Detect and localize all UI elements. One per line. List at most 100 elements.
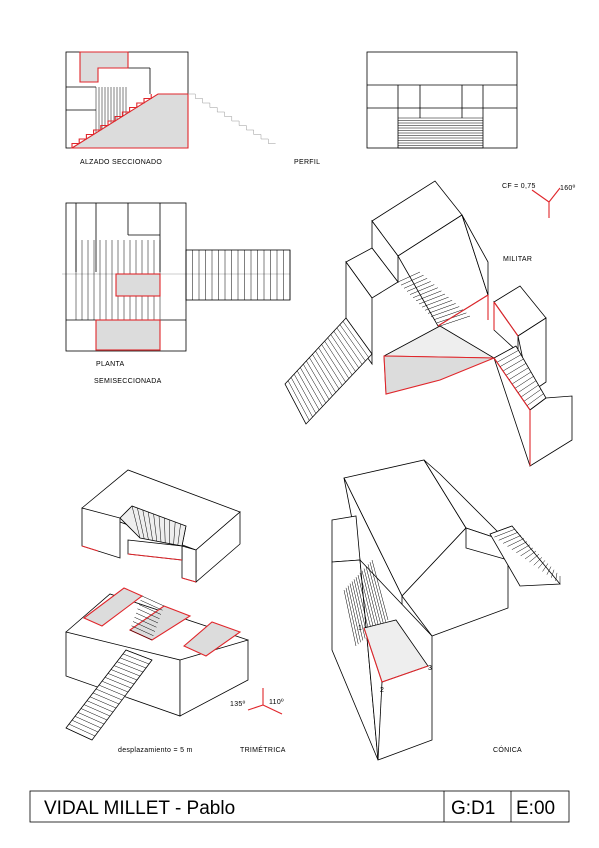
trimetrica-axis-symbol — [247, 688, 283, 715]
stair-tread-line — [131, 625, 154, 636]
stair-tread-line — [141, 595, 165, 607]
label-trimetrica: TRIMÉTRICA — [240, 745, 286, 754]
stair-tread-line — [493, 345, 517, 359]
stair-tread-line — [529, 553, 540, 563]
perfil-drawing — [366, 51, 518, 149]
stair-tread-line — [122, 653, 150, 665]
stair-tread-line — [300, 367, 323, 407]
stair-tread-line — [83, 704, 111, 717]
planta-drawing — [62, 202, 291, 352]
stair-tread-line — [439, 315, 471, 327]
stair-tread-line — [502, 358, 524, 372]
stair-tread-line — [164, 517, 166, 543]
stair-tread-line — [330, 334, 356, 372]
stair-tread-line — [129, 629, 153, 641]
title-exercise: E:00 — [516, 798, 555, 819]
label-cf: CF = 0,75 — [502, 183, 536, 190]
stair-tread-line — [134, 617, 157, 628]
stair-tread-line — [80, 708, 108, 721]
stair-tread-line — [95, 688, 123, 701]
stair-tread-line — [89, 696, 117, 709]
stair-tread-line — [418, 293, 446, 305]
stair-tread-line — [517, 380, 537, 393]
stair-tread-line — [138, 604, 162, 615]
stair-tread-line — [158, 515, 162, 543]
stair-tread-line — [293, 373, 317, 414]
stair-tread-line — [98, 684, 126, 697]
stair-tread-line — [177, 523, 181, 546]
stair-tread-line — [318, 347, 343, 386]
stair-tread-line — [507, 538, 525, 547]
stair-tread-line — [351, 581, 366, 639]
stair-tread-line — [284, 383, 307, 425]
stair-tread-line — [142, 509, 149, 540]
title-block — [29, 790, 570, 823]
label-desplazamiento: desplazamiento = 5 m — [118, 747, 193, 754]
stair-tread-line — [306, 360, 330, 400]
stair-tread-line — [347, 585, 361, 643]
label-planta: PLANTA — [96, 361, 125, 368]
label-point-3: 3 — [428, 665, 432, 672]
label-semiseccionada: SEMISECCIONADA — [94, 378, 162, 385]
stair-tread-line — [116, 661, 144, 673]
stair-tread-line — [107, 673, 135, 685]
stair-tread-line — [409, 284, 435, 295]
stair-tread-line — [137, 608, 160, 619]
stair-tread-line — [533, 557, 543, 566]
stair-tread-line — [511, 541, 528, 550]
stair-tread-line — [369, 562, 386, 622]
stair-tread-line — [343, 589, 357, 647]
stair-tread-line — [309, 357, 333, 397]
stair-tread-line — [397, 271, 421, 283]
stair-tread-line — [371, 559, 389, 621]
stair-tread-line — [349, 583, 364, 641]
stair-tread-line — [496, 350, 519, 363]
stair-tread-line — [523, 389, 542, 402]
stair-tread-line — [147, 511, 153, 541]
stair-tread-line — [92, 692, 120, 705]
stair-tread-line — [339, 324, 366, 362]
stair-tread-line — [137, 507, 145, 539]
stair-tread-line — [367, 564, 384, 624]
stair-tread-line — [412, 287, 438, 298]
stair-tread-line — [290, 377, 313, 418]
stair-tread-line — [520, 384, 539, 398]
stair-tread-line — [321, 344, 346, 383]
stair-tread-line — [312, 354, 336, 393]
label-point-1: 1 — [358, 625, 362, 632]
stair-tread-line — [104, 677, 132, 689]
stair-tread-line — [153, 513, 158, 542]
stair-tread-line — [333, 331, 360, 369]
stair-tread-line — [355, 577, 370, 635]
stair-tread-line — [68, 723, 96, 737]
stair-tread-line — [101, 680, 129, 693]
stair-tread-line — [65, 727, 93, 741]
stair-tread-line — [327, 337, 353, 376]
stair-tread-line — [489, 525, 513, 535]
stair-tread-line — [131, 505, 141, 539]
stair-tread-line — [505, 363, 527, 376]
stair-tread-line — [526, 393, 544, 406]
trimetrica-drawing — [65, 469, 249, 741]
stair-tread-line — [86, 700, 114, 713]
stair-tread-line — [511, 371, 532, 385]
stair-tread-line — [125, 649, 153, 661]
stair-tread-line — [427, 303, 456, 314]
stair-tread-line — [132, 621, 156, 632]
stair-tread-line — [181, 525, 187, 547]
stair-tread-line — [421, 296, 449, 308]
title-group: G:D1 — [451, 798, 495, 819]
militar-axis-symbol — [531, 187, 561, 218]
stair-tread-line — [406, 281, 431, 292]
title-name: VIDAL MILLET - Pablo — [44, 798, 235, 819]
stair-tread-line — [542, 563, 549, 572]
label-militar: MILITAR — [503, 256, 532, 263]
stair-tread-line — [546, 566, 552, 575]
label-tri-angle-b: 110º — [269, 699, 284, 706]
stair-tread-line — [345, 317, 373, 355]
stair-tread-line — [119, 657, 147, 669]
stair-tread-line — [74, 716, 102, 729]
stair-tread-line — [342, 321, 369, 358]
stair-tread-line — [499, 354, 522, 367]
